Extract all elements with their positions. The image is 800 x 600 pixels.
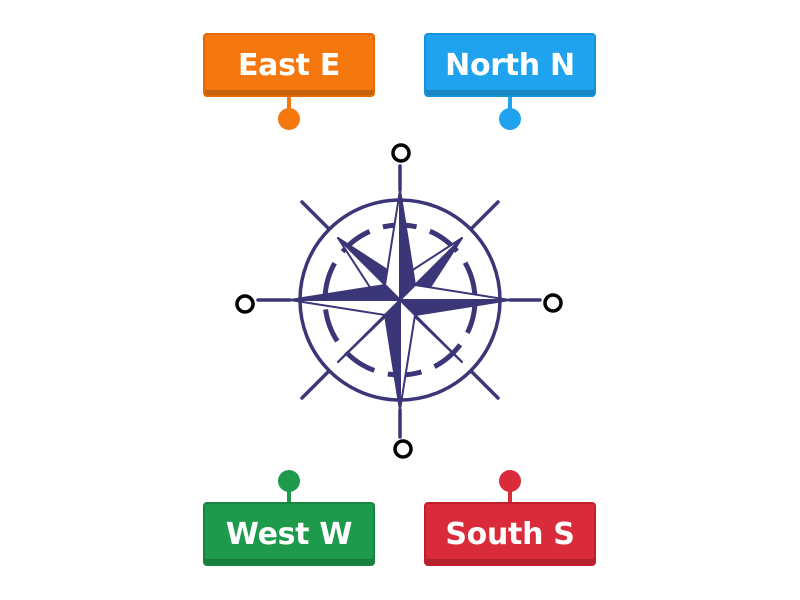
label-west-stem — [287, 489, 291, 503]
label-south-stem — [508, 489, 512, 503]
label-east-stem — [287, 97, 291, 111]
label-north-text: North N — [445, 47, 575, 83]
label-south-pin[interactable] — [499, 470, 521, 492]
label-west-pin[interactable] — [278, 470, 300, 492]
compass-star — [289, 189, 511, 411]
label-west-text: West W — [225, 516, 353, 552]
drop-target-left[interactable] — [235, 294, 255, 314]
label-north[interactable]: North N — [424, 33, 596, 97]
label-east[interactable]: East E — [203, 33, 375, 97]
label-east-pin[interactable] — [278, 108, 300, 130]
drop-target-right[interactable] — [543, 293, 563, 313]
label-west[interactable]: West W — [203, 502, 375, 566]
label-north-stem — [508, 97, 512, 111]
drop-target-top[interactable] — [391, 143, 411, 163]
label-south[interactable]: South S — [424, 502, 596, 566]
label-south-text: South S — [445, 516, 575, 552]
label-north-pin[interactable] — [499, 108, 521, 130]
label-east-text: East E — [237, 47, 341, 83]
drop-target-bottom[interactable] — [393, 439, 413, 459]
